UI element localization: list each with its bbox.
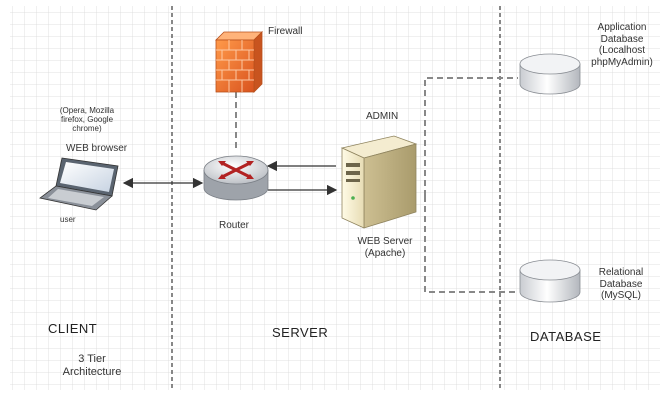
firewall-icon	[215, 31, 263, 93]
server-reldb-connector	[424, 196, 518, 293]
database-icon	[519, 259, 581, 303]
browser-list-label: (Opera, Mozilla firefox, Google chrome)	[59, 106, 115, 134]
database-section-label: DATABASE	[530, 329, 602, 344]
database-icon	[519, 53, 581, 95]
server-section-label: SERVER	[272, 325, 329, 340]
router-label: Router	[219, 220, 250, 231]
server-appdb-connector	[424, 77, 518, 196]
admin-label: ADMIN	[366, 111, 399, 122]
router-icon	[203, 155, 269, 201]
client-section-label: CLIENT	[48, 321, 98, 336]
web-server-label: WEB Server (Apache)	[357, 236, 413, 259]
tier-architecture-label: 3 Tier Architecture	[62, 353, 122, 378]
server-icon	[340, 135, 418, 229]
firewall-label: Firewall	[268, 26, 303, 37]
user-label: user	[60, 215, 76, 224]
laptop-icon	[39, 157, 119, 211]
web-browser-label: WEB browser	[66, 143, 128, 154]
rel-db-label: Relational Database (MySQL)	[598, 267, 644, 301]
app-db-label: Application Database (Localhost phpMyAdm…	[591, 22, 653, 68]
